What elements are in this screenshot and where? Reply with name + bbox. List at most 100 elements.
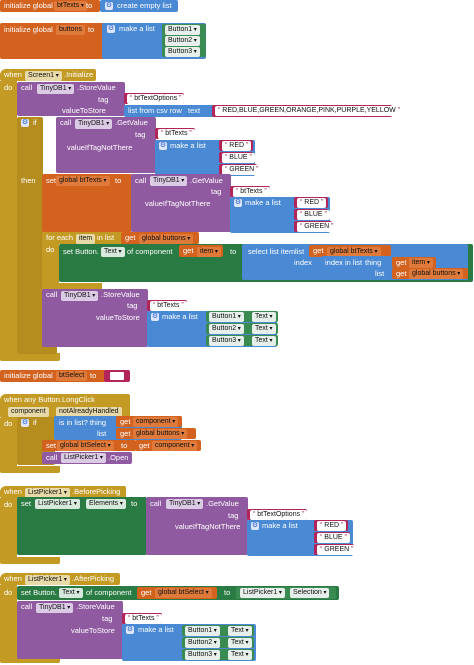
var-name-field[interactable]: component [152,441,198,451]
text-string-value[interactable]: GREEN [297,222,337,232]
text-string-value[interactable]: RED [222,141,252,151]
component-field[interactable]: Button1 [209,312,244,322]
var-name-field[interactable]: global btTexts [327,247,381,257]
var-name-field[interactable]: global buttons [133,429,188,439]
screen-component-field[interactable]: Screen1 [25,71,62,81]
storevalue-label: .StoreValue [76,602,115,611]
property-field[interactable]: Selection [290,588,330,598]
property-field[interactable]: Text [252,312,276,322]
get-label: get [120,417,131,426]
if-block[interactable] [17,117,43,353]
index-label: index [294,258,312,267]
var-name-field[interactable]: component [133,417,179,427]
to-label: to [230,247,237,256]
text-string-value[interactable]: RED,BLUE,GREEN,ORANGE,PINK,PURPLE,YELLOW [215,106,404,116]
list-label: list [295,247,305,256]
tag-label: tag [211,187,222,196]
tinydb-component-field[interactable]: TinyDB1 [36,603,74,613]
gear-icon[interactable]: ⚙ [21,419,29,427]
if-label: if [33,418,37,427]
component-field[interactable]: Button1 [185,626,220,636]
text-string-value[interactable]: btTexts [150,301,187,311]
make-a-list-label: make a list [170,141,206,150]
component-field[interactable]: Button1 [165,25,200,35]
property-field[interactable]: Text [252,324,276,334]
listpicker-component-field[interactable]: ListPicker1 [25,488,70,498]
tinydb-component-field[interactable]: TinyDB1 [166,499,204,509]
set-button-label: set Button. [63,247,99,256]
text-string-value[interactable]: GREEN [317,545,357,555]
var-name-field[interactable]: item [197,247,221,257]
listpicker-component-field[interactable]: ListPicker1 [61,453,106,463]
getvalue-label: .GetValue [190,176,223,185]
var-name-field[interactable]: btSelect [56,371,88,381]
text-string-value[interactable]: RED [297,198,327,208]
text-string-value[interactable]: btTexts [125,614,162,624]
text-string-value[interactable]: btTextOptions [250,510,308,520]
var-name-field[interactable]: global buttons [139,234,194,244]
listpicker-component-field[interactable]: ListPicker1 [25,575,70,585]
text-string-value[interactable]: GREEN [222,165,262,175]
of-component-label: of component [86,588,132,597]
param-component[interactable]: component [8,407,49,417]
gear-icon[interactable]: ⚙ [159,142,167,150]
text-string-value[interactable]: BLUE [222,153,255,163]
do-label: do [4,83,13,92]
property-field[interactable]: Text [252,336,276,346]
component-field[interactable]: Button3 [185,650,220,660]
empty-text-value[interactable] [110,372,124,380]
set-label: set [46,441,57,450]
text-string-value[interactable]: BLUE [317,533,350,543]
loop-var-field[interactable]: item [76,234,96,244]
list-from-csv-row-block[interactable] [124,105,214,117]
var-name-field[interactable]: global btSelect [57,441,114,451]
component-field[interactable]: Button2 [209,324,244,334]
to-label: to [115,176,122,185]
text-string-value[interactable]: btTexts [233,187,270,197]
open-label: .Open [108,453,129,462]
var-name-field[interactable]: buttons [56,25,85,35]
property-field[interactable]: Text [228,650,252,660]
list-label: list [97,429,107,438]
text-string-value[interactable]: RED [317,521,347,531]
init-global-buttons-block[interactable] [0,23,104,59]
text-string-value[interactable]: BLUE [297,210,330,220]
var-name-field[interactable]: global btTexts [56,176,110,186]
component-field[interactable]: Button3 [165,47,200,57]
gear-icon[interactable]: ⚙ [107,25,115,33]
tinydb-component-field[interactable]: TinyDB1 [150,176,188,186]
property-field[interactable]: Text [101,247,125,257]
property-field[interactable]: Text [59,588,83,598]
property-field[interactable]: Text [228,626,252,636]
gear-icon[interactable]: ⚙ [105,2,113,10]
property-field[interactable]: Elements [86,499,126,509]
var-name-field[interactable]: global btSelect [155,588,212,598]
param-notalreadyhandled[interactable]: notAlreadyHandled [56,407,122,417]
gear-icon[interactable]: ⚙ [151,313,159,321]
gear-icon[interactable]: ⚙ [251,522,259,530]
component-field[interactable]: Button2 [185,638,220,648]
select-list-item-label: select list item [248,247,296,256]
gear-icon[interactable]: ⚙ [234,199,242,207]
var-name-field[interactable]: global buttons [409,269,464,279]
text-string-value[interactable]: btTexts [158,129,195,139]
gear-icon[interactable]: ⚙ [126,626,134,634]
listpicker-component-field[interactable]: ListPicker1 [35,499,80,509]
tinydb-component-field[interactable]: TinyDB1 [37,84,75,94]
component-field[interactable]: Button3 [209,336,244,346]
var-name-field[interactable]: item [409,258,433,268]
get-label: get [396,269,407,278]
text-string-value[interactable]: btTextOptions [127,94,185,104]
var-name-field[interactable]: btTexts [54,1,87,11]
listpicker-component-field[interactable]: ListPicker1 [240,588,285,598]
create-empty-list-block[interactable] [100,0,178,12]
call-label: call [21,83,33,92]
tinydb-component-field[interactable]: TinyDB1 [61,291,99,301]
list-label: list [375,269,385,278]
property-field[interactable]: Text [228,638,252,648]
tinydb-component-field[interactable]: TinyDB1 [75,119,113,129]
component-field[interactable]: Button2 [165,36,200,46]
to-label: to [121,441,128,450]
init-label: initialize global [4,371,53,380]
gear-icon[interactable]: ⚙ [21,119,29,127]
